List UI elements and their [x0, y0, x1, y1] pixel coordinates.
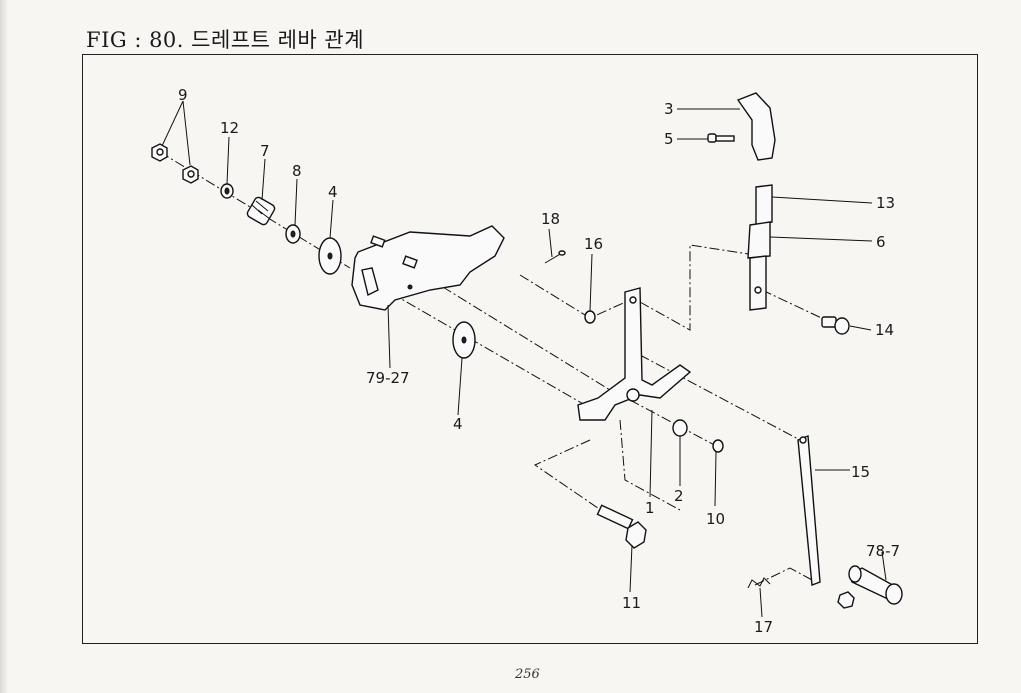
part-9-nuts	[151, 143, 199, 184]
part-4-washer-upper	[318, 237, 342, 275]
callout-79-27: 79-27	[366, 369, 410, 387]
part-15-rod	[797, 434, 821, 586]
diagram-frame	[82, 54, 978, 644]
part-1-lever	[577, 287, 692, 421]
callout-13: 13	[876, 194, 895, 212]
callout-10: 10	[706, 510, 725, 528]
page-title: FIG : 80. 드레프트 레바 관계	[86, 28, 365, 52]
callout-6: 6	[876, 233, 886, 251]
callout-1: 1	[645, 499, 655, 517]
part-5-screw	[707, 133, 735, 143]
part-13-plate	[755, 184, 773, 226]
callout-4-lower: 4	[453, 415, 463, 433]
part-79-27-bracket	[351, 225, 505, 311]
part-12-washer	[220, 183, 234, 199]
part-3-grip	[736, 92, 776, 161]
part-4-washer-lower	[452, 321, 476, 359]
part-2-collar	[672, 419, 688, 437]
callout-16: 16	[584, 235, 603, 253]
leader-lines	[161, 100, 887, 618]
callout-12: 12	[220, 119, 239, 137]
callout-14: 14	[875, 321, 894, 339]
scan-edge	[0, 0, 8, 693]
callout-labels: 9 12 7 8 4 18 16 3 5 13 6 14 79-27 4 1 2…	[178, 86, 900, 636]
callout-17: 17	[754, 618, 773, 636]
page-number: 256	[515, 667, 540, 682]
part-78-7-pin	[837, 565, 903, 609]
callout-18: 18	[541, 210, 560, 228]
callout-11: 11	[622, 594, 641, 612]
part-6-plate	[747, 221, 771, 311]
callout-7: 7	[260, 142, 270, 160]
part-7-spring	[246, 196, 276, 226]
part-10-ring	[712, 439, 724, 453]
part-18-pin	[544, 250, 566, 264]
callout-3: 3	[664, 100, 674, 118]
callout-2: 2	[674, 487, 684, 505]
part-16-clip	[584, 310, 596, 324]
callout-15: 15	[851, 463, 870, 481]
part-17-pin	[747, 577, 771, 589]
callout-9: 9	[178, 86, 188, 104]
part-8-washer	[285, 224, 301, 244]
callout-78-7: 78-7	[866, 542, 900, 560]
callout-5: 5	[664, 130, 674, 148]
callout-4-upper: 4	[328, 183, 338, 201]
part-14-bolt	[821, 316, 850, 335]
part-11-bolt	[596, 504, 647, 549]
callout-8: 8	[292, 162, 302, 180]
